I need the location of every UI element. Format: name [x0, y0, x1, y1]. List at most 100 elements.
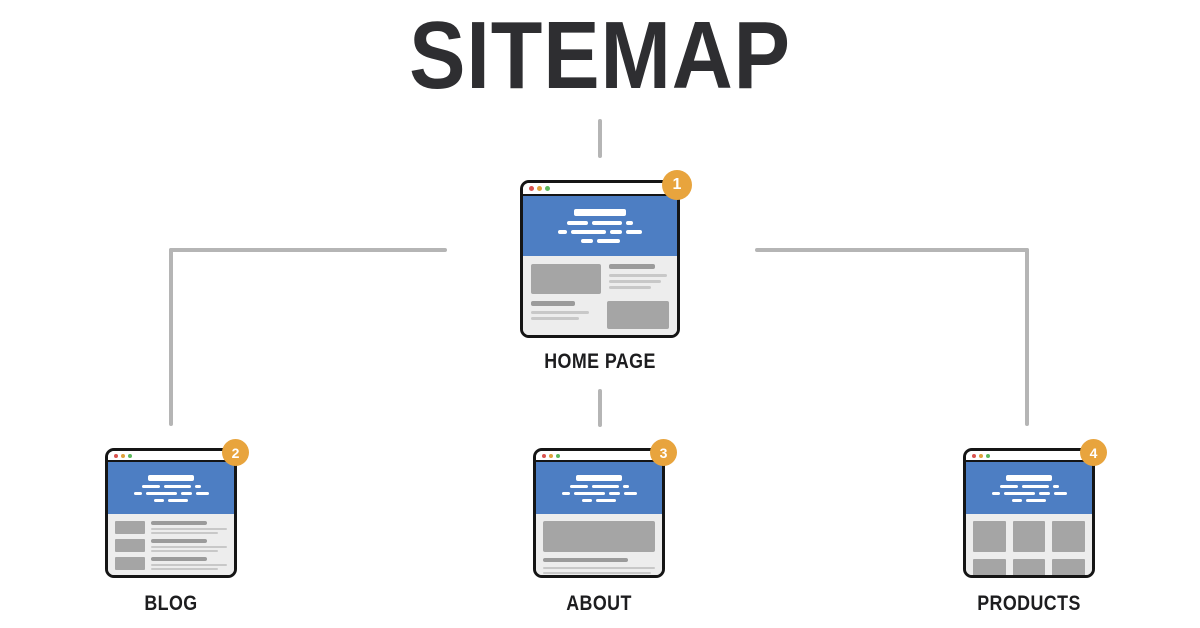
page-banner-mock	[108, 462, 234, 514]
browser-titlebar	[536, 451, 662, 462]
image-placeholder	[607, 301, 669, 329]
skeleton-bar	[145, 491, 177, 495]
skeleton-bar	[1003, 491, 1035, 495]
page-card-home: 1	[520, 170, 692, 338]
skeleton-bar	[626, 221, 633, 225]
window-dot-yellow-icon	[979, 453, 983, 458]
text-line-placeholder	[151, 528, 227, 530]
skeleton-bar	[567, 221, 588, 225]
text-line-placeholder	[151, 532, 218, 534]
skeleton-bar	[168, 498, 188, 502]
skeleton-bar	[591, 484, 619, 488]
skeleton-bar	[596, 239, 620, 243]
text-line-placeholder	[609, 280, 661, 283]
skeleton-bar	[622, 484, 629, 488]
skeleton-bar	[1052, 484, 1059, 488]
heading-placeholder	[531, 301, 575, 306]
skeleton-bar	[574, 209, 626, 216]
skeleton-bar	[1012, 498, 1022, 502]
page-banner-mock	[523, 196, 677, 256]
connector-left-horizontal	[169, 248, 447, 252]
skeleton-bar	[580, 239, 593, 243]
diagram-title: SITEMAP	[409, 2, 791, 109]
connector-left-vertical	[169, 248, 173, 426]
heading-placeholder	[151, 557, 207, 561]
skeleton-bar	[1053, 491, 1067, 495]
heading-placeholder	[609, 264, 655, 269]
skeleton-bar	[148, 474, 194, 481]
window-dot-red-icon	[972, 453, 976, 458]
browser-titlebar	[966, 451, 1092, 462]
window-dot-green-icon	[545, 186, 550, 191]
window-dot-green-icon	[986, 453, 990, 458]
skeleton-bar	[571, 230, 606, 234]
skeleton-bar	[561, 491, 570, 495]
skeleton-bar	[180, 491, 192, 495]
connector-home-to-about	[598, 389, 602, 427]
connector-right-vertical	[1025, 248, 1029, 426]
skeleton-bar	[195, 491, 209, 495]
browser-window-mock	[963, 448, 1095, 578]
product-tile-placeholder	[973, 559, 1006, 575]
skeleton-bar	[623, 491, 637, 495]
page-number-badge: 3	[650, 439, 677, 466]
heading-placeholder	[543, 558, 629, 562]
skeleton-bar	[1021, 484, 1049, 488]
browser-window-mock	[105, 448, 237, 578]
text-line-placeholder	[151, 550, 218, 552]
window-dot-red-icon	[542, 453, 546, 458]
connector-title-to-home	[598, 119, 602, 158]
node-label-home: HOME PAGE	[544, 350, 656, 373]
thumbnail-placeholder	[115, 557, 145, 570]
browser-titlebar	[108, 451, 234, 462]
window-dot-red-icon	[114, 453, 118, 458]
node-label-about: ABOUT	[566, 592, 632, 615]
page-number-badge: 4	[1080, 439, 1107, 466]
text-line-placeholder	[543, 567, 655, 569]
page-content-mock	[966, 514, 1092, 575]
text-line-placeholder	[609, 286, 651, 289]
page-number-badge: 1	[662, 170, 692, 200]
skeleton-bar	[608, 491, 620, 495]
thumbnail-placeholder	[115, 539, 145, 552]
text-line-placeholder	[531, 317, 579, 320]
skeleton-bar	[194, 484, 201, 488]
page-content-mock	[523, 256, 677, 335]
product-tile-placeholder	[1012, 559, 1046, 575]
window-dot-green-icon	[556, 453, 560, 458]
text-line-placeholder	[609, 274, 667, 277]
image-placeholder	[531, 264, 601, 294]
browser-window-mock	[520, 180, 680, 338]
skeleton-bar	[558, 230, 567, 234]
browser-window-mock	[533, 448, 665, 578]
page-banner-mock	[966, 462, 1092, 514]
text-line-placeholder	[531, 311, 589, 314]
skeleton-bar	[596, 498, 616, 502]
page-banner-mock	[536, 462, 662, 514]
skeleton-bar	[141, 484, 160, 488]
product-tile-placeholder	[1052, 521, 1085, 552]
node-label-products: PRODUCTS	[977, 592, 1081, 615]
skeleton-bar	[1006, 474, 1052, 481]
skeleton-bar	[582, 498, 592, 502]
heading-placeholder	[151, 521, 207, 525]
window-dot-red-icon	[529, 186, 534, 191]
text-line-placeholder	[543, 572, 651, 574]
skeleton-bar	[999, 484, 1018, 488]
window-dot-yellow-icon	[121, 453, 125, 458]
text-line-placeholder	[151, 564, 227, 566]
skeleton-bar	[573, 491, 605, 495]
window-dot-yellow-icon	[537, 186, 542, 191]
skeleton-bar	[569, 484, 588, 488]
product-tile-placeholder	[1052, 559, 1085, 575]
window-dot-yellow-icon	[549, 453, 553, 458]
skeleton-bar	[991, 491, 1000, 495]
window-dot-green-icon	[128, 453, 132, 458]
page-card-about: 3	[533, 439, 677, 578]
skeleton-bar	[626, 230, 642, 234]
page-content-mock	[108, 514, 234, 575]
product-tile-placeholder	[973, 521, 1006, 552]
skeleton-bar	[1038, 491, 1050, 495]
skeleton-bar	[576, 474, 622, 481]
thumbnail-placeholder	[115, 521, 145, 534]
